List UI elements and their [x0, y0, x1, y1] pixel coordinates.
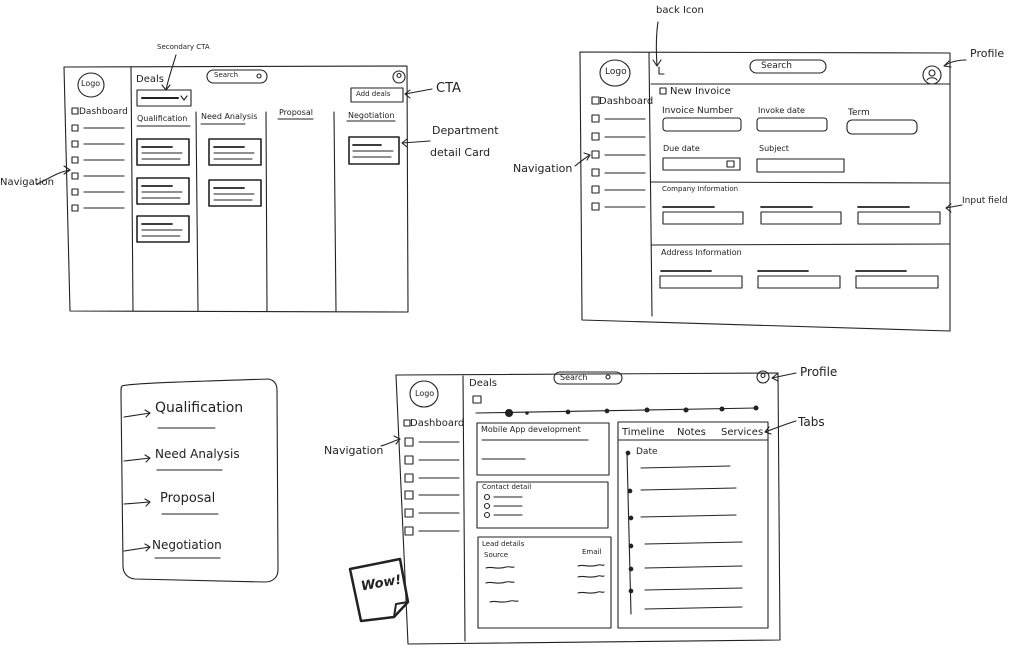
stages-item-negotiation: Negotiation — [152, 538, 222, 552]
w3-search-label[interactable]: Search — [560, 373, 588, 382]
wireframe1-annotation-arrows — [36, 54, 433, 185]
w1-column-proposal: Proposal — [279, 108, 313, 117]
w2-annotation-navigation: Navigation — [513, 162, 573, 175]
w1-deals-title: Deals — [136, 74, 164, 85]
w3-lead-details-heading: Lead details — [482, 540, 525, 548]
w3-tab-timeline[interactable]: Timeline — [622, 427, 665, 438]
wireframe2-annotation-arrows — [574, 21, 967, 213]
wireframe1-frame — [63, 65, 409, 313]
w3-email-label: Email — [582, 548, 602, 556]
wireframe2-frame — [579, 51, 951, 332]
w3-timeline-date: Date — [636, 447, 658, 457]
w1-column-need-analysis: Need Analysis — [201, 112, 258, 121]
w2-field-invoice-number-label: Invoice Number — [662, 106, 734, 116]
w2-annotation-profile: Profile — [970, 47, 1005, 60]
w2-annotation-input-field: Input field — [962, 196, 1008, 206]
w3-annotation-tabs: Tabs — [798, 415, 825, 429]
w3-tab-notes[interactable]: Notes — [677, 427, 706, 438]
w1-annotation-card-line1: Department — [432, 124, 499, 137]
w2-nav-dashboard[interactable]: Dashboard — [599, 96, 654, 107]
w2-company-information-heading: Company Information — [662, 185, 739, 193]
stages-card-frame — [120, 378, 279, 583]
w2-address-information-heading: Address Information — [661, 248, 742, 257]
w1-column-qualification: Qualification — [137, 114, 188, 123]
w3-annotation-profile: Profile — [800, 365, 838, 379]
stages-item-need-analysis: Need Analysis — [155, 447, 240, 461]
w3-deal-title: Mobile App development — [481, 425, 581, 434]
w2-search-label[interactable]: Search — [761, 61, 792, 71]
w3-annotation-navigation: Navigation — [324, 444, 384, 457]
w1-annotation-card-line2: detail Card — [430, 146, 491, 159]
w1-secondary-cta-note: Secondary CTA — [157, 43, 210, 51]
w1-annotation-navigation: Navigation — [0, 177, 54, 188]
stages-item-proposal: Proposal — [160, 491, 216, 506]
w2-field-subject-label: Subject — [759, 144, 789, 153]
wow-sticker — [348, 557, 410, 623]
w2-field-invoice-date-label: Invoke date — [758, 106, 805, 115]
w1-logo: Logo — [81, 79, 101, 88]
w1-add-deals-button[interactable]: Add deals — [356, 90, 391, 98]
w1-nav-dashboard[interactable]: Dashboard — [79, 107, 128, 117]
w3-logo: Logo — [415, 389, 435, 398]
w3-contact-detail-heading: Contact detail — [482, 483, 532, 491]
wireframe3-annotation-arrows — [380, 372, 797, 447]
w3-deals-title: Deals — [469, 378, 497, 389]
stages-item-qualification: Qualification — [155, 400, 244, 416]
w1-search-label[interactable]: Search — [214, 71, 239, 79]
w2-field-due-date-label: Due date — [663, 144, 700, 153]
w3-nav-dashboard[interactable]: Dashboard — [410, 418, 465, 429]
w2-annotation-back-icon: back Icon — [656, 5, 704, 16]
wireframe3-frame — [395, 370, 781, 645]
w3-tab-services[interactable]: Services — [721, 427, 764, 438]
w2-new-invoice-title: New Invoice — [670, 86, 731, 97]
w1-column-negotiation: Negotiation — [348, 111, 395, 120]
w2-logo: Logo — [605, 67, 627, 77]
w3-source-label: Source — [484, 551, 509, 559]
w1-annotation-cta: CTA — [436, 81, 461, 96]
w2-field-term-label: Term — [848, 108, 870, 118]
